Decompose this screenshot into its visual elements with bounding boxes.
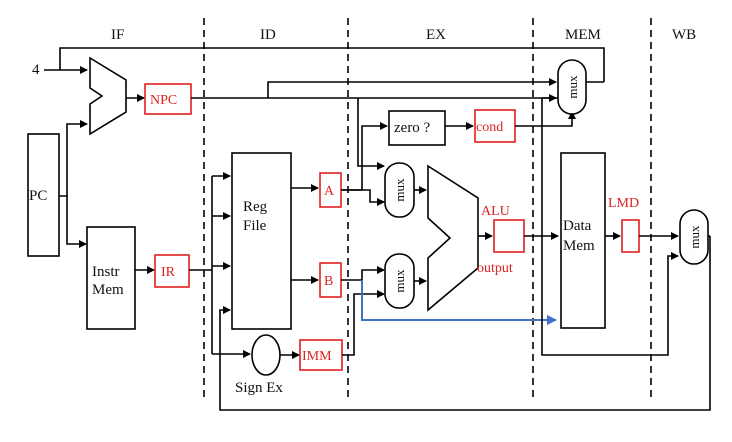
aluout-to-pc-mux-wire — [541, 94, 557, 236]
cond-register — [474, 109, 516, 143]
aluout-bypass-wire — [541, 236, 679, 356]
store-data-forward-path — [361, 280, 557, 325]
alu-mux-bottom-label: mux — [392, 269, 407, 293]
constant-four: 4 — [32, 62, 40, 78]
alu-mux-top-label: mux — [392, 178, 407, 202]
pc-register — [27, 133, 60, 257]
pc-adder — [89, 56, 127, 136]
data-mem-label-2: Mem — [563, 238, 595, 254]
instr-mem-label-2: Mem — [92, 282, 124, 298]
instr-mem-block — [86, 226, 136, 330]
pc-select-mux-label: mux — [565, 75, 580, 99]
lmd-label: LMD — [608, 196, 639, 211]
npc-to-alu-mux-wire — [357, 98, 385, 170]
pc-to-imem-wire — [66, 196, 87, 248]
data-mem-block — [560, 152, 606, 329]
b-label: B — [324, 274, 333, 289]
alu-output-label: output — [477, 261, 513, 276]
zero-test-block — [388, 110, 446, 146]
cond-to-mux-wire — [515, 111, 576, 127]
sign-ex-oval — [251, 334, 281, 376]
zero-test-label: zero ? — [394, 120, 431, 136]
npc-register — [144, 83, 192, 115]
npc-label: NPC — [150, 93, 177, 108]
b-to-mux-wire — [341, 266, 385, 281]
alu-output-register — [493, 219, 525, 253]
stage-label-wb: WB — [672, 27, 696, 43]
imm-to-mux-wire — [342, 290, 385, 356]
a-label: A — [324, 184, 335, 199]
data-mem-label-1: Data — [563, 218, 592, 234]
stage-label-if: IF — [111, 27, 124, 43]
pc-to-adder-wire — [59, 120, 88, 197]
cond-label: cond — [476, 120, 503, 135]
wb-mux-label: mux — [687, 225, 702, 249]
wb-mux — [679, 209, 709, 265]
alu-block — [427, 164, 479, 312]
sign-ex-label: Sign Ex — [235, 380, 283, 396]
alu-label: ALU — [481, 204, 510, 219]
writeback-wire — [219, 236, 711, 411]
reg-file-label-1: Reg — [243, 199, 268, 215]
a-to-mux-wire — [341, 189, 385, 206]
npc-to-mem-mux-wire — [267, 78, 557, 98]
reg-file-block — [231, 152, 292, 330]
stage-label-id: ID — [260, 27, 276, 43]
pc-feedback-wire — [59, 47, 605, 82]
stage-label-ex: EX — [426, 27, 446, 43]
instr-mem-label-1: Instr — [92, 264, 120, 280]
pc-select-mux — [557, 59, 587, 115]
pc-label: PC — [29, 188, 47, 204]
ir-register — [154, 254, 190, 288]
imm-label: IMM — [302, 349, 332, 364]
reg-file-label-2: File — [243, 218, 267, 234]
stage-label-mem: MEM — [565, 27, 601, 43]
lmd-register — [621, 219, 640, 253]
ir-label: IR — [161, 265, 176, 280]
